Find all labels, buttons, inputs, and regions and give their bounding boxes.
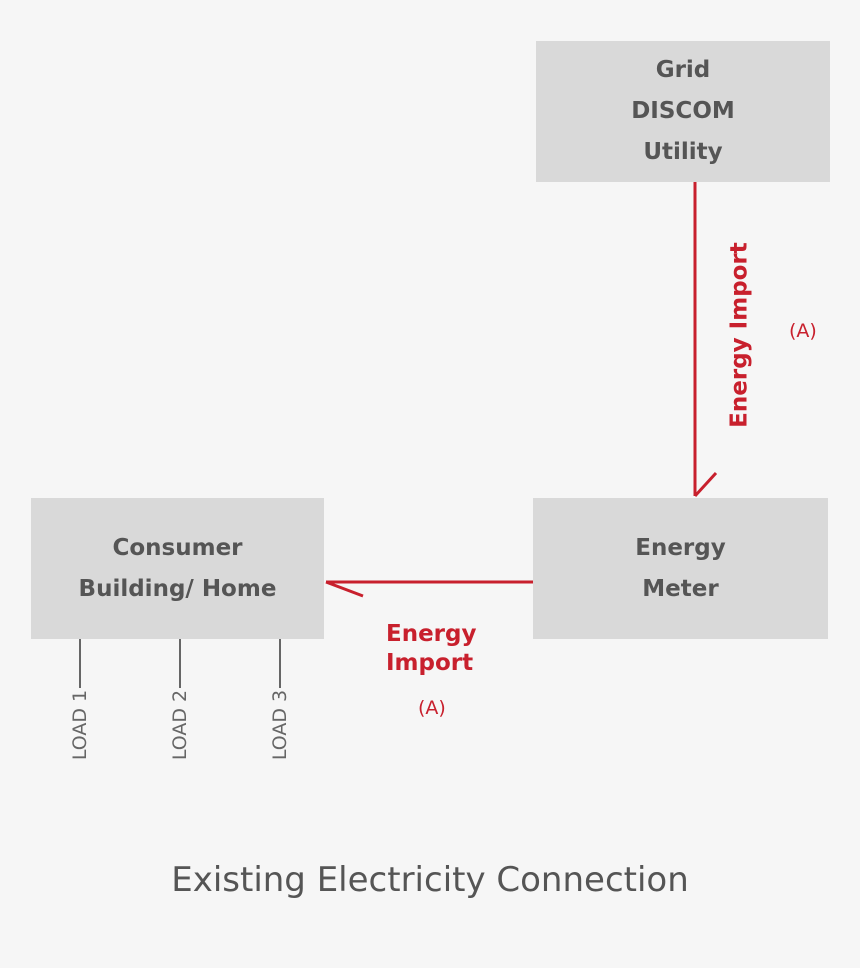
diagram-caption: Existing Electricity Connection <box>171 860 689 900</box>
grid-node-line-1: Grid <box>655 57 711 83</box>
grid-to-meter-arrowhead <box>693 471 718 498</box>
meter-to-consumer-label-line-2: Import <box>386 650 474 676</box>
meter-to-consumer-label: Energy Import <box>386 620 476 678</box>
load-3-label: LOAD 3 <box>269 689 291 761</box>
consumer-node: Consumer Building/ Home <box>31 498 324 639</box>
load-2-label: LOAD 2 <box>169 689 191 761</box>
grid-node: Grid DISCOM Utility <box>536 41 830 182</box>
meter-to-consumer-label-line-1: Energy <box>386 621 477 647</box>
load-1-label: LOAD 1 <box>69 689 91 761</box>
energy-meter-node: Energy Meter <box>533 498 828 639</box>
grid-to-meter-label: Energy Import <box>726 242 753 428</box>
meter-node-line-1: Energy <box>635 534 726 561</box>
consumer-node-line-1: Consumer <box>112 534 243 561</box>
meter-to-consumer-tag: (A) <box>418 697 446 719</box>
grid-to-meter-tag: (A) <box>789 320 817 342</box>
grid-node-line-3: Utility <box>643 139 723 165</box>
grid-node-line-2: DISCOM <box>631 98 735 124</box>
consumer-node-line-2: Building/ Home <box>78 575 277 602</box>
meter-node-line-2: Meter <box>642 575 719 602</box>
meter-to-consumer-arrowhead <box>325 580 364 598</box>
